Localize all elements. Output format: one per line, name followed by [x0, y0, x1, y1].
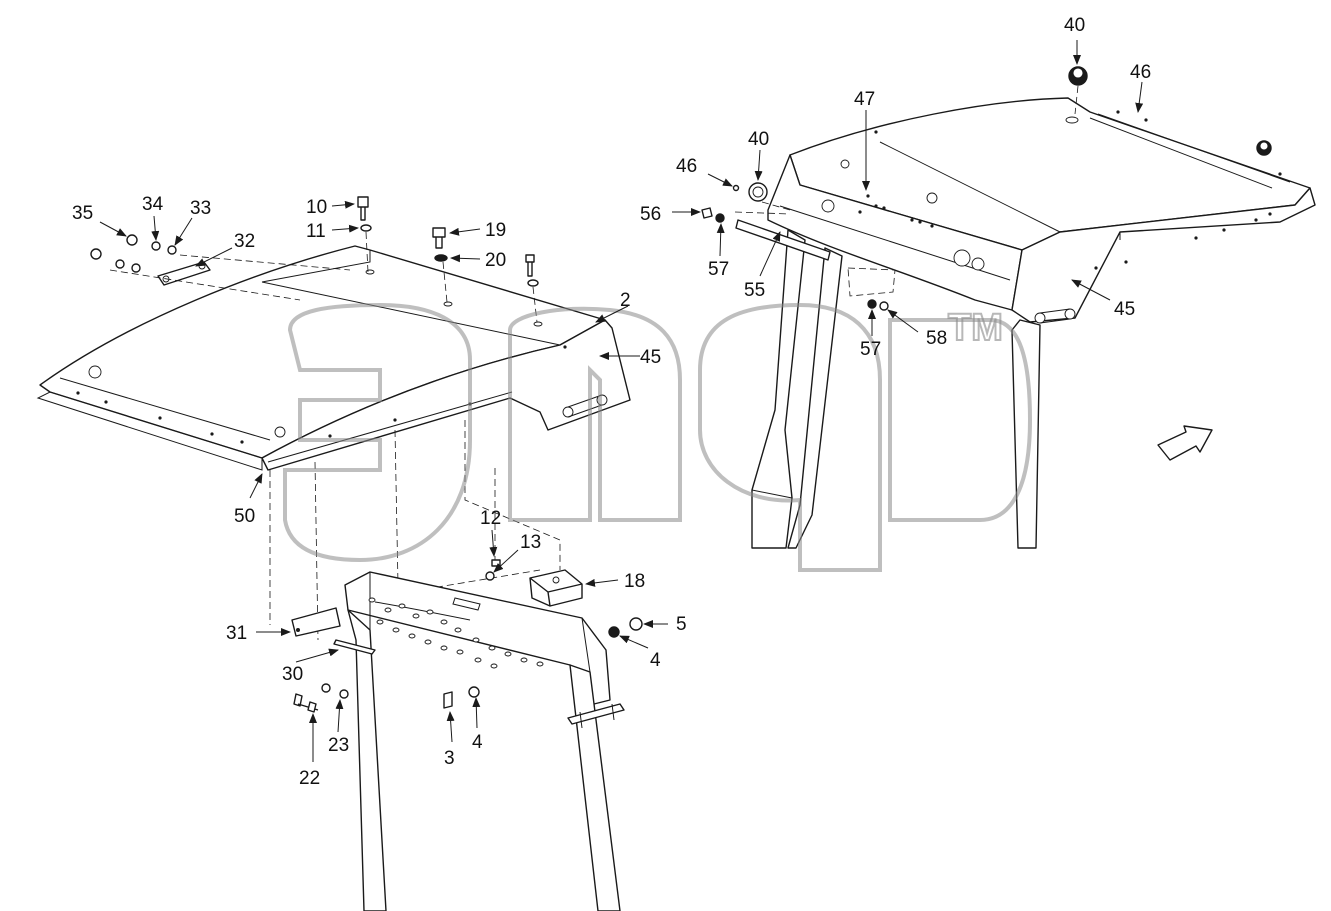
- crossbar-perforations: [368, 597, 544, 669]
- callout-40-side: 40: [748, 129, 769, 150]
- callout-46-top: 46: [1130, 62, 1151, 83]
- bracket-18: [529, 569, 583, 607]
- washer-4-a: [468, 686, 480, 698]
- washer-58: [879, 301, 889, 311]
- bolt-19: [432, 227, 446, 249]
- right-canopy-assembly: [701, 66, 1316, 549]
- washer-11: [360, 224, 372, 232]
- callout-4-lower: 4: [472, 732, 483, 753]
- bolt-56: [701, 207, 713, 219]
- callout-2: 2: [620, 290, 631, 311]
- clip-12: [491, 559, 501, 567]
- bolt-22-b: [307, 701, 317, 713]
- callout-40-top: 40: [1064, 15, 1085, 36]
- nut-34: [151, 241, 161, 251]
- bolt-10: [357, 196, 369, 221]
- bar-55: [735, 219, 831, 261]
- nut-57-a: [715, 213, 725, 223]
- callout-35: 35: [72, 203, 93, 224]
- nut-57-b: [867, 299, 877, 309]
- nut-5: [629, 617, 643, 631]
- callout-3: 3: [444, 748, 455, 769]
- plate-31: [291, 607, 341, 637]
- callout-45-right: 45: [1114, 299, 1135, 320]
- right-frame-post-right: [1011, 319, 1041, 549]
- left-frame-post-left: [347, 609, 387, 911]
- callout-13: 13: [520, 532, 541, 553]
- washer-23-b: [339, 689, 349, 699]
- left-frame-post-right: [569, 664, 621, 911]
- washer-20: [434, 254, 448, 262]
- callout-50: 50: [234, 506, 255, 527]
- callout-18: 18: [624, 571, 645, 592]
- callout-45-left: 45: [640, 347, 661, 368]
- washer-33: [167, 245, 177, 255]
- callout-22: 22: [299, 768, 320, 789]
- callout-leaders: [99, 40, 1144, 762]
- callout-57-left: 57: [708, 259, 729, 280]
- callout-32: 32: [234, 231, 255, 252]
- rivet-46: [732, 184, 740, 192]
- watermark-trademark: TM: [948, 307, 1003, 349]
- callout-58: 58: [926, 328, 947, 349]
- callout-23: 23: [328, 735, 349, 756]
- callout-57-lower: 57: [860, 339, 881, 360]
- callout-20: 20: [485, 250, 506, 271]
- left-canopy-assembly: [36, 196, 643, 911]
- direction-arrow: [1157, 425, 1213, 461]
- nut-35-a: [126, 234, 138, 246]
- washer-4-b: [608, 626, 620, 638]
- callout-33: 33: [190, 198, 211, 219]
- callout-34: 34: [142, 194, 164, 215]
- callout-19: 19: [485, 220, 506, 241]
- nut-13: [485, 571, 495, 581]
- rod-30: [333, 639, 376, 655]
- bolt-3: [443, 691, 453, 709]
- callout-5: 5: [676, 614, 687, 635]
- callout-47: 47: [854, 89, 875, 110]
- callout-10: 10: [306, 197, 327, 218]
- callout-30: 30: [282, 664, 303, 685]
- callout-11: 11: [306, 221, 326, 242]
- callout-56: 56: [640, 204, 661, 225]
- callout-labels: 2 3 4 4 5 10 11 12 13 18 19 20 22 23 30 …: [72, 15, 1151, 789]
- washer-23-a: [321, 683, 331, 693]
- callout-12: 12: [480, 508, 501, 529]
- watermark-logo: TM: [283, 302, 1033, 572]
- callout-31: 31: [226, 623, 247, 644]
- callout-4-right: 4: [650, 650, 661, 671]
- callout-55: 55: [744, 280, 765, 301]
- callout-46-side: 46: [676, 156, 697, 177]
